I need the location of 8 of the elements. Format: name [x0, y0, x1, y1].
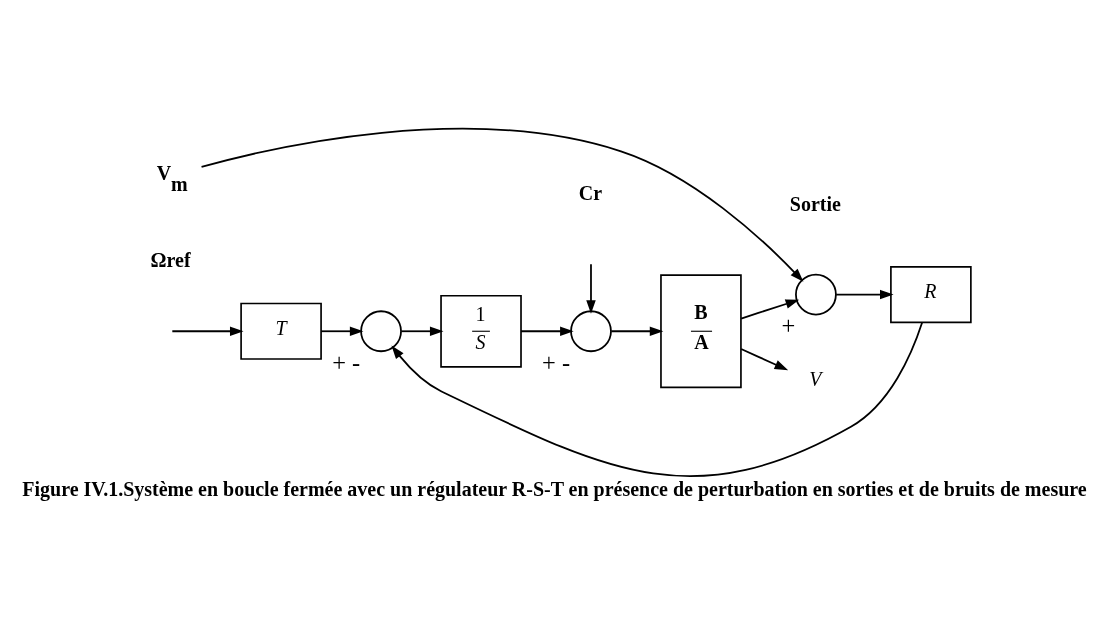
node-label: + -: [332, 348, 361, 376]
caption: Figure IV.1.Système en boucle fermée avec un régulateur R-S-T en présence de perturbation en sorties et de bruits de mesure: [22, 477, 1087, 500]
label: Cr: [578, 181, 603, 204]
label: Sortie: [789, 192, 841, 215]
node-text: V: [809, 368, 822, 391]
label: Ωref: [150, 249, 191, 272]
node-label: + -: [542, 348, 571, 376]
node-label: +: [781, 312, 796, 340]
